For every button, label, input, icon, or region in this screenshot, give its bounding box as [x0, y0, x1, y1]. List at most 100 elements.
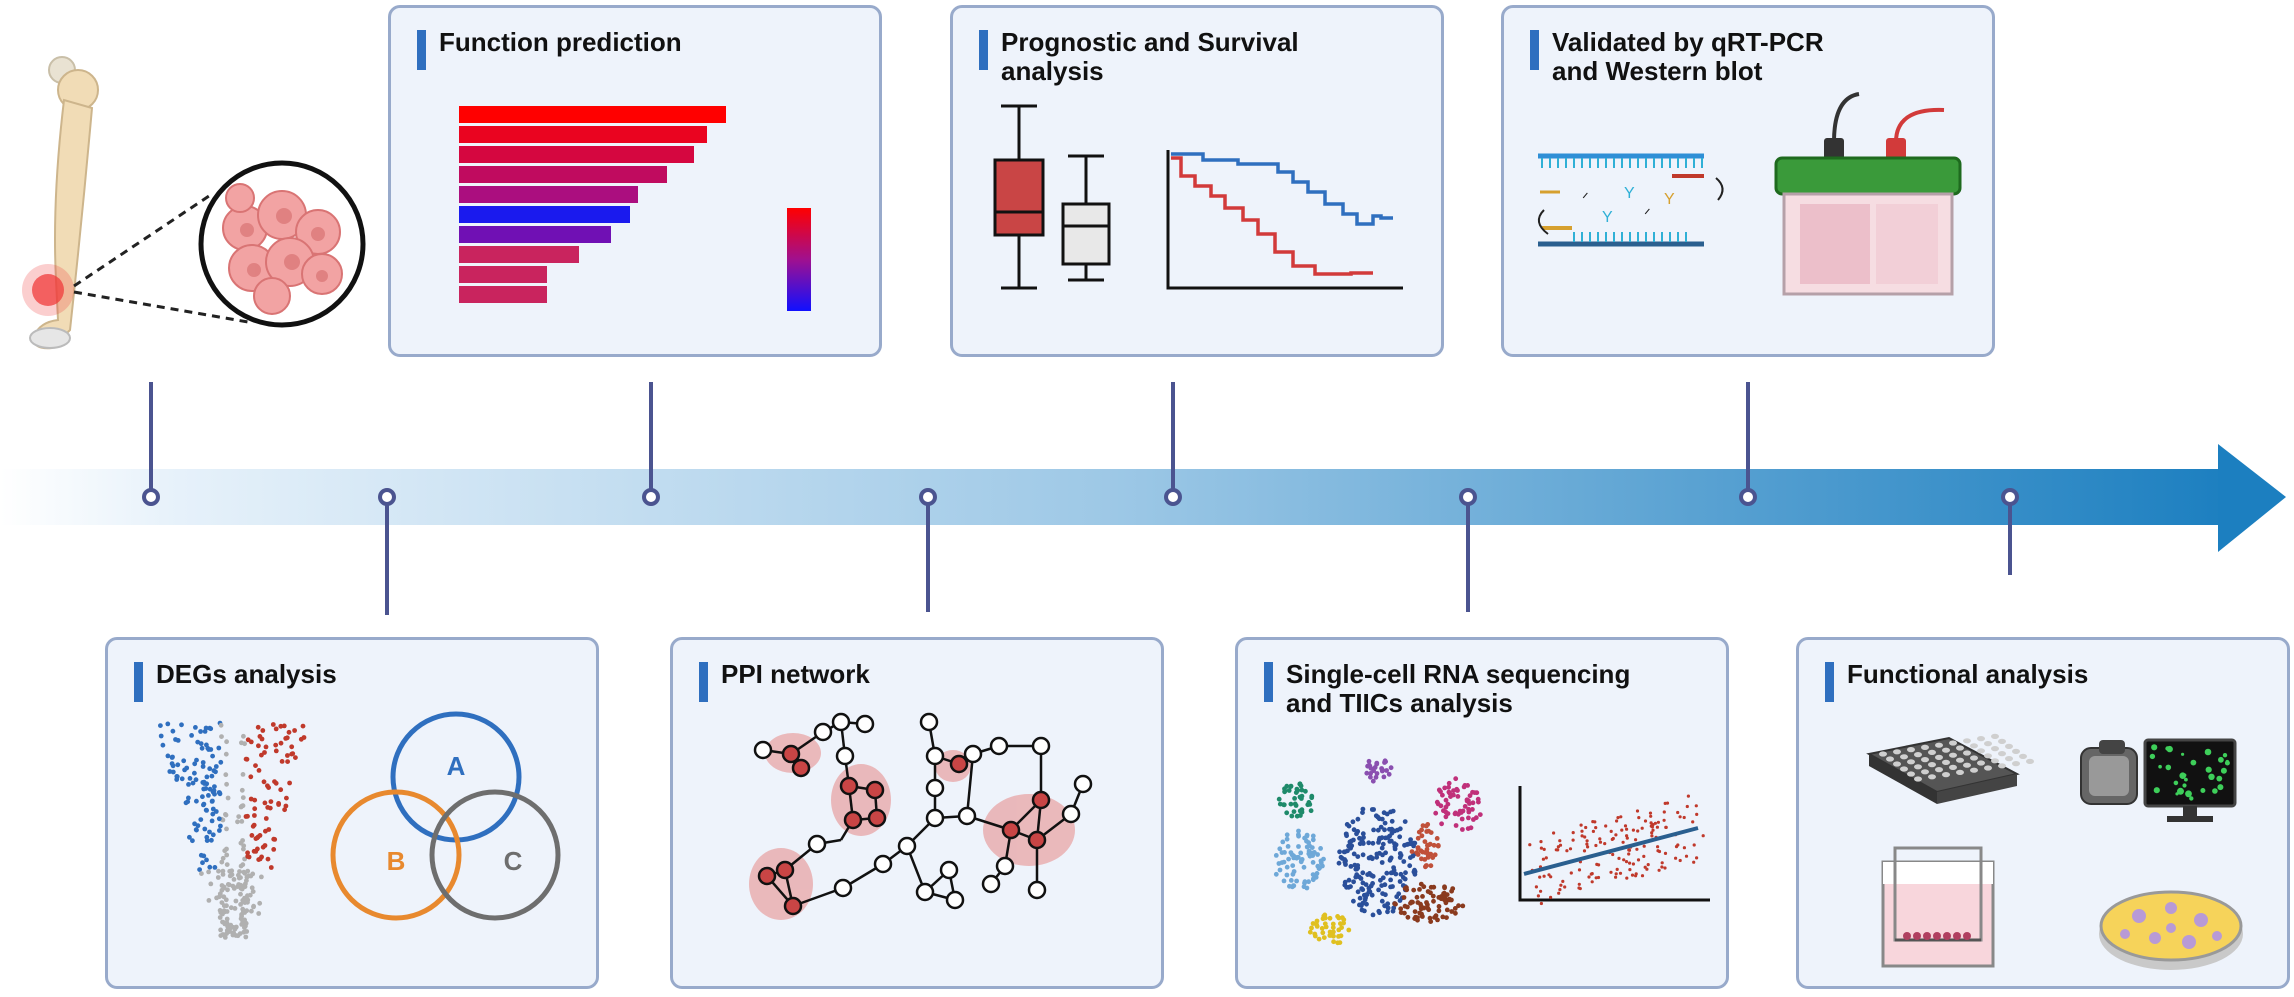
panel-validated-qrtpcr: Validated by qRT-PCR and Western blot [1501, 5, 1995, 357]
volcano-dot [273, 780, 279, 786]
scatter-dot [1617, 856, 1621, 860]
volcano-dot [204, 808, 209, 813]
volcano-dot [245, 813, 250, 819]
umap-dot [1466, 815, 1471, 821]
volcano-dot [194, 798, 199, 804]
volcano-dot [222, 935, 228, 940]
volcano-dot [170, 769, 176, 775]
umap-dot [1291, 853, 1296, 859]
umap-dot [1337, 849, 1342, 855]
volcano-dot [210, 789, 216, 795]
scatter-dot [1611, 852, 1615, 857]
umap-dot [1305, 802, 1311, 808]
umap-dot [1470, 789, 1475, 795]
volcano-dot [204, 742, 209, 748]
umap-dot [1346, 843, 1351, 849]
volcano-dot [204, 774, 210, 780]
scatter-dot [1585, 842, 1589, 846]
umap-dot [1402, 819, 1408, 824]
degs-art: A B C [158, 711, 561, 940]
scatter-dot [1630, 873, 1635, 877]
scatter-dot [1594, 876, 1598, 880]
function-bar [459, 106, 726, 123]
volcano-dot [257, 900, 263, 906]
scatter-dot [1624, 860, 1629, 864]
umap-dot [1412, 867, 1417, 873]
volcano-dot [255, 724, 261, 730]
umap-dot [1435, 801, 1441, 807]
volcano-dot [217, 891, 223, 897]
umap-dot [1421, 884, 1427, 890]
panel-title-line2: and Western blot [1552, 56, 1763, 86]
volcano-dot [233, 898, 239, 904]
umap-dot [1301, 864, 1307, 870]
umap-dot [1405, 904, 1410, 910]
scatter-dot [1621, 840, 1625, 844]
umap-dot [1308, 808, 1314, 814]
panel-title-text: Function prediction [439, 27, 682, 57]
function-bar [459, 166, 667, 183]
scatter-dot [1674, 856, 1678, 860]
umap-dot [1433, 913, 1439, 919]
umap-dot [1393, 901, 1398, 907]
umap-dot [1453, 776, 1459, 782]
umap-dot [1391, 905, 1397, 911]
umap-dot [1380, 841, 1386, 847]
umap-dot [1475, 796, 1481, 802]
volcano-dot [272, 837, 278, 842]
volcano-dot [270, 722, 276, 727]
volcano-dot [193, 725, 198, 730]
scatter-dot [1598, 840, 1603, 844]
network-icon [749, 712, 1093, 920]
timeline-arrow-head [2218, 444, 2286, 552]
umap-dot [1310, 872, 1316, 877]
panel-title-line2: and TIICs analysis [1286, 688, 1513, 718]
volcano-dot [193, 777, 199, 783]
umap-dot [1353, 866, 1359, 872]
umap-dot [1459, 816, 1465, 822]
scatter-dot [1635, 809, 1640, 813]
scatter-dot [1615, 867, 1619, 871]
dna-strand-icon: ᐟ Y ᐟ Y Y [1537, 153, 1724, 247]
umap-dot [1297, 781, 1303, 787]
scatter-dot [1558, 888, 1562, 892]
umap-dot [1383, 835, 1388, 841]
volcano-dot [206, 898, 212, 903]
volcano-dot [179, 722, 184, 728]
volcano-dot [284, 735, 290, 741]
umap-dot [1296, 844, 1301, 849]
volcano-dot [194, 827, 199, 833]
scatter-dot [1623, 824, 1628, 828]
panel-single-cell: Single-cell RNA sequencing and TIICs ana… [1235, 637, 1729, 989]
umap-dot [1344, 822, 1350, 827]
umap-dot [1456, 903, 1461, 909]
scatter-dot [1636, 858, 1641, 862]
umap-dot [1382, 758, 1388, 764]
scatter-dot [1628, 868, 1632, 872]
volcano-dot [240, 906, 246, 912]
scatter-dot [1628, 861, 1632, 865]
volcano-dot [208, 881, 214, 887]
volcano-dot [217, 828, 222, 833]
volcano-dot [232, 906, 238, 911]
umap-dot [1284, 836, 1290, 842]
scatter-dot [1636, 829, 1640, 833]
umap-dot [1410, 853, 1416, 859]
scatter-dot [1534, 885, 1538, 889]
umap-dot [1474, 790, 1480, 796]
umap-dot [1387, 826, 1392, 832]
umap-dot [1309, 845, 1315, 850]
umap-dot [1425, 889, 1431, 894]
volcano-dot [241, 929, 247, 935]
volcano-dot [223, 772, 229, 778]
tumor-spot [32, 274, 64, 306]
scatter-dot [1580, 829, 1584, 833]
umap-dot [1413, 914, 1418, 920]
umap-dot [1454, 786, 1460, 792]
umap-dot [1309, 925, 1314, 931]
umap-dot [1369, 892, 1375, 898]
volcano-dot [214, 895, 219, 901]
umap-dot [1289, 813, 1295, 819]
umap-dot [1277, 801, 1283, 807]
volcano-dot [281, 723, 287, 729]
